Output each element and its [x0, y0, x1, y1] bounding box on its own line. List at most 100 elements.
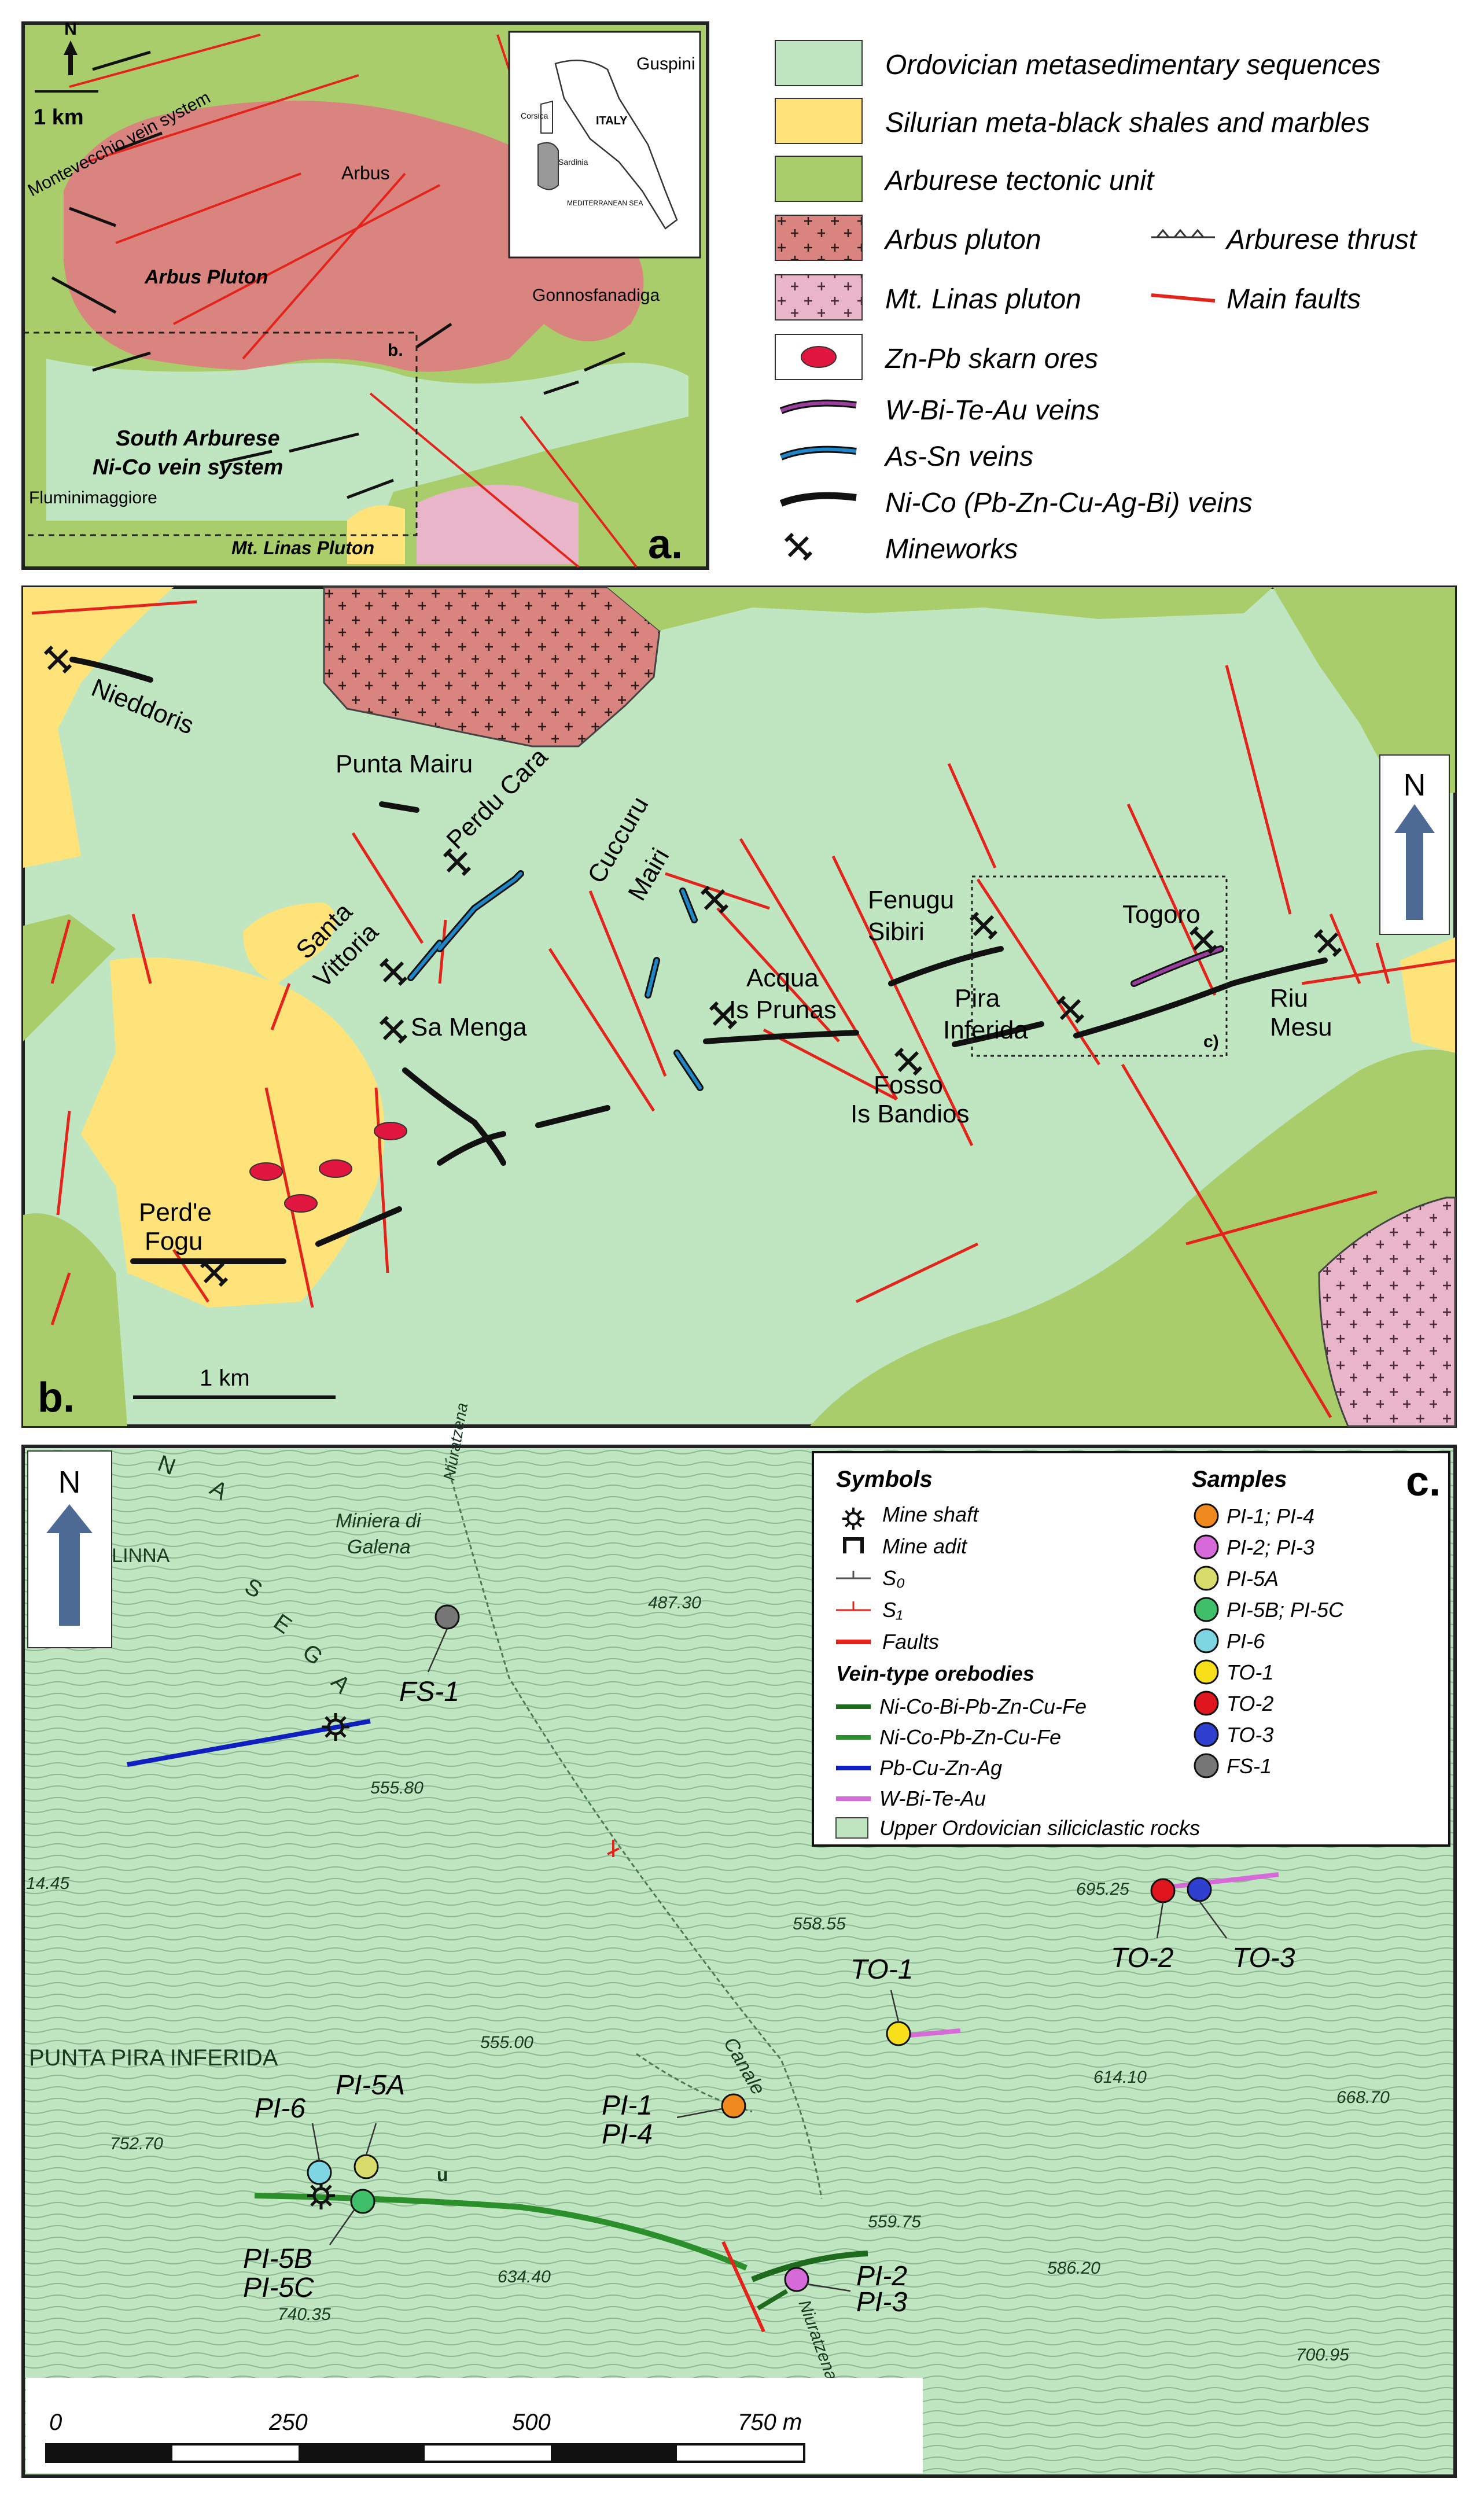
label-pi4: PI-4 — [602, 2119, 653, 2150]
legend-top: Ordovician metasedimentary sequences Sil… — [775, 40, 1417, 565]
label-arbus-pluton: Arbus Pluton — [144, 266, 268, 288]
label-pi5c: PI-5C — [243, 2273, 314, 2303]
sample-legend-marker — [1194, 1566, 1219, 1591]
scale-tick-0: 0 — [49, 2410, 62, 2435]
north-label-c: N — [58, 1465, 81, 1500]
panel-a-label: a. — [648, 521, 683, 568]
scale-tick-750: 750 m — [738, 2410, 802, 2435]
elev-634: 634.40 — [498, 2267, 551, 2286]
scale-tick-500: 500 — [512, 2410, 551, 2435]
fault-icon — [1151, 293, 1216, 303]
arburese-ne — [1273, 587, 1455, 798]
label-punta-mairu: Punta Mairu — [336, 750, 473, 778]
sample-pi5b — [350, 2189, 375, 2214]
elev-740: 740.35 — [278, 2305, 331, 2324]
label-to2: TO-2 — [1111, 1943, 1173, 1973]
label-fs1: FS-1 — [399, 1677, 459, 1707]
legend-faults: Main faults — [1227, 284, 1361, 315]
s1-symbol-c — [607, 1840, 620, 1857]
ordovician-area-a — [46, 359, 688, 521]
sample-legend-label: FS-1 — [1227, 1754, 1272, 1778]
arburese-west — [23, 914, 116, 1041]
label-fosso: Fosso — [874, 1071, 943, 1099]
linas-pluton-area — [417, 485, 579, 564]
elev-695: 695.25 — [1076, 1880, 1129, 1899]
faults-b — [31, 600, 1456, 1419]
legend-vein1: Ni-Co-Bi-Pb-Zn-Cu-Fe — [879, 1695, 1087, 1718]
sample-legend-marker — [1194, 1597, 1219, 1622]
legend-vein-title: Vein-type orebodies — [836, 1662, 1034, 1685]
label-fenugu: Fenugu — [868, 886, 954, 914]
label-inferida: Inferida — [943, 1016, 1028, 1044]
legend-zn-pb: Zn-Pb skarn ores — [885, 344, 1098, 374]
label-is-prunas: Is Prunas — [729, 996, 837, 1024]
elev-555a: 555.80 — [370, 1778, 424, 1798]
veins-a — [51, 50, 625, 499]
legend-vein3: Pb-Cu-Zn-Ag — [879, 1756, 1002, 1780]
arburese-south — [810, 1049, 1455, 1426]
elev-752: 752.70 — [110, 2134, 163, 2153]
sample-legend-marker — [1194, 1534, 1219, 1560]
legend-symbols-title: Symbols — [836, 1467, 933, 1492]
label-togoro: Togoro — [1122, 900, 1201, 929]
fault-c — [721, 2241, 765, 2333]
label-pira: Pira — [955, 984, 1000, 1012]
sample-legend-label: TO-2 — [1227, 1692, 1273, 1715]
elev-586: 586.20 — [1047, 2259, 1100, 2278]
sample-legend-marker — [1194, 1503, 1219, 1529]
label-pi3: PI-3 — [856, 2287, 907, 2318]
label-guspini: Guspini — [636, 54, 695, 73]
elev-555b: 555.00 — [480, 2033, 533, 2052]
elev-668: 668.70 — [1336, 2088, 1390, 2107]
label-riu: Riu — [1270, 984, 1308, 1012]
elev-559: 559.75 — [868, 2212, 921, 2231]
sample-to1 — [886, 2021, 911, 2046]
panel-b-label: b. — [38, 1375, 75, 1421]
silurian-sw — [81, 957, 385, 1308]
samples-c — [307, 1604, 1212, 2292]
elev-558: 558.55 — [793, 1914, 846, 1933]
label-pi6: PI-6 — [255, 2093, 305, 2124]
skarn-ore-icon — [801, 346, 837, 368]
label-south-arburese-1: South Arburese — [116, 426, 280, 451]
label-is-bandios: Is Bandios — [850, 1100, 969, 1128]
label-miniera: Miniera di — [336, 1510, 422, 1532]
mine-adit-symbol: u — [437, 2164, 448, 2185]
legend-thrust: Arburese thrust — [1225, 224, 1417, 255]
scale-label-b: 1 km — [200, 1365, 250, 1391]
arburese-top — [607, 587, 1273, 631]
label-to3: TO-3 — [1232, 1943, 1295, 1973]
b-extent-box — [22, 332, 418, 536]
sample-legend-label: PI-1; PI-4 — [1227, 1504, 1314, 1528]
sample-legend-label: PI-6 — [1227, 1629, 1265, 1653]
label-perde: Perd'e — [139, 1198, 212, 1227]
legend-ordovician: Ordovician metasedimentary sequences — [885, 50, 1380, 80]
sample-legend-marker — [1194, 1659, 1219, 1685]
label-fogu: Fogu — [145, 1227, 202, 1255]
label-punta-pira: PUNTA PIRA INFERIDA — [29, 2045, 278, 2071]
north-arrow-a: N — [64, 20, 78, 75]
sample-fs1 — [434, 1604, 460, 1630]
italy-inset-map: Corsica Sardinia ITALY MEDITERRANEAN SEA — [508, 31, 701, 259]
scale-bar-c: 0 250 500 750 m — [26, 2378, 923, 2473]
skarn-ores-b — [249, 1122, 407, 1213]
label-gonnosfanadiga: Gonnosfanadiga — [532, 286, 660, 305]
legend-vein2: Ni-Co-Pb-Zn-Cu-Fe — [879, 1725, 1061, 1749]
ni-co-vein-1 — [254, 2193, 747, 2271]
elev-1445: 14.45 — [26, 1874, 69, 1893]
label-mesu: Mesu — [1270, 1013, 1332, 1041]
sample-legend-marker — [1194, 1691, 1219, 1716]
legend-c: Symbols Mine shaft Mine adit S₀ S₁ Fault… — [812, 1451, 1450, 1847]
sample-to3 — [1187, 1877, 1212, 1902]
sample-legend-marker — [1194, 1722, 1219, 1747]
c-box-label: c) — [1203, 1032, 1219, 1051]
legend-mine-adit: Mine adit — [882, 1534, 968, 1558]
label-linas-a: Mt. Linas Pluton — [231, 537, 374, 558]
scale-tick-250: 250 — [268, 2410, 308, 2435]
legend-s1: S₁ — [882, 1598, 903, 1622]
arburese-sw — [23, 1213, 127, 1426]
c-extent-box — [971, 875, 1228, 1057]
label-pi5b: PI-5B — [243, 2244, 312, 2274]
legend-silurian: Silurian meta-black shales and marbles — [885, 108, 1370, 138]
legend-mine-shaft: Mine shaft — [882, 1502, 979, 1526]
